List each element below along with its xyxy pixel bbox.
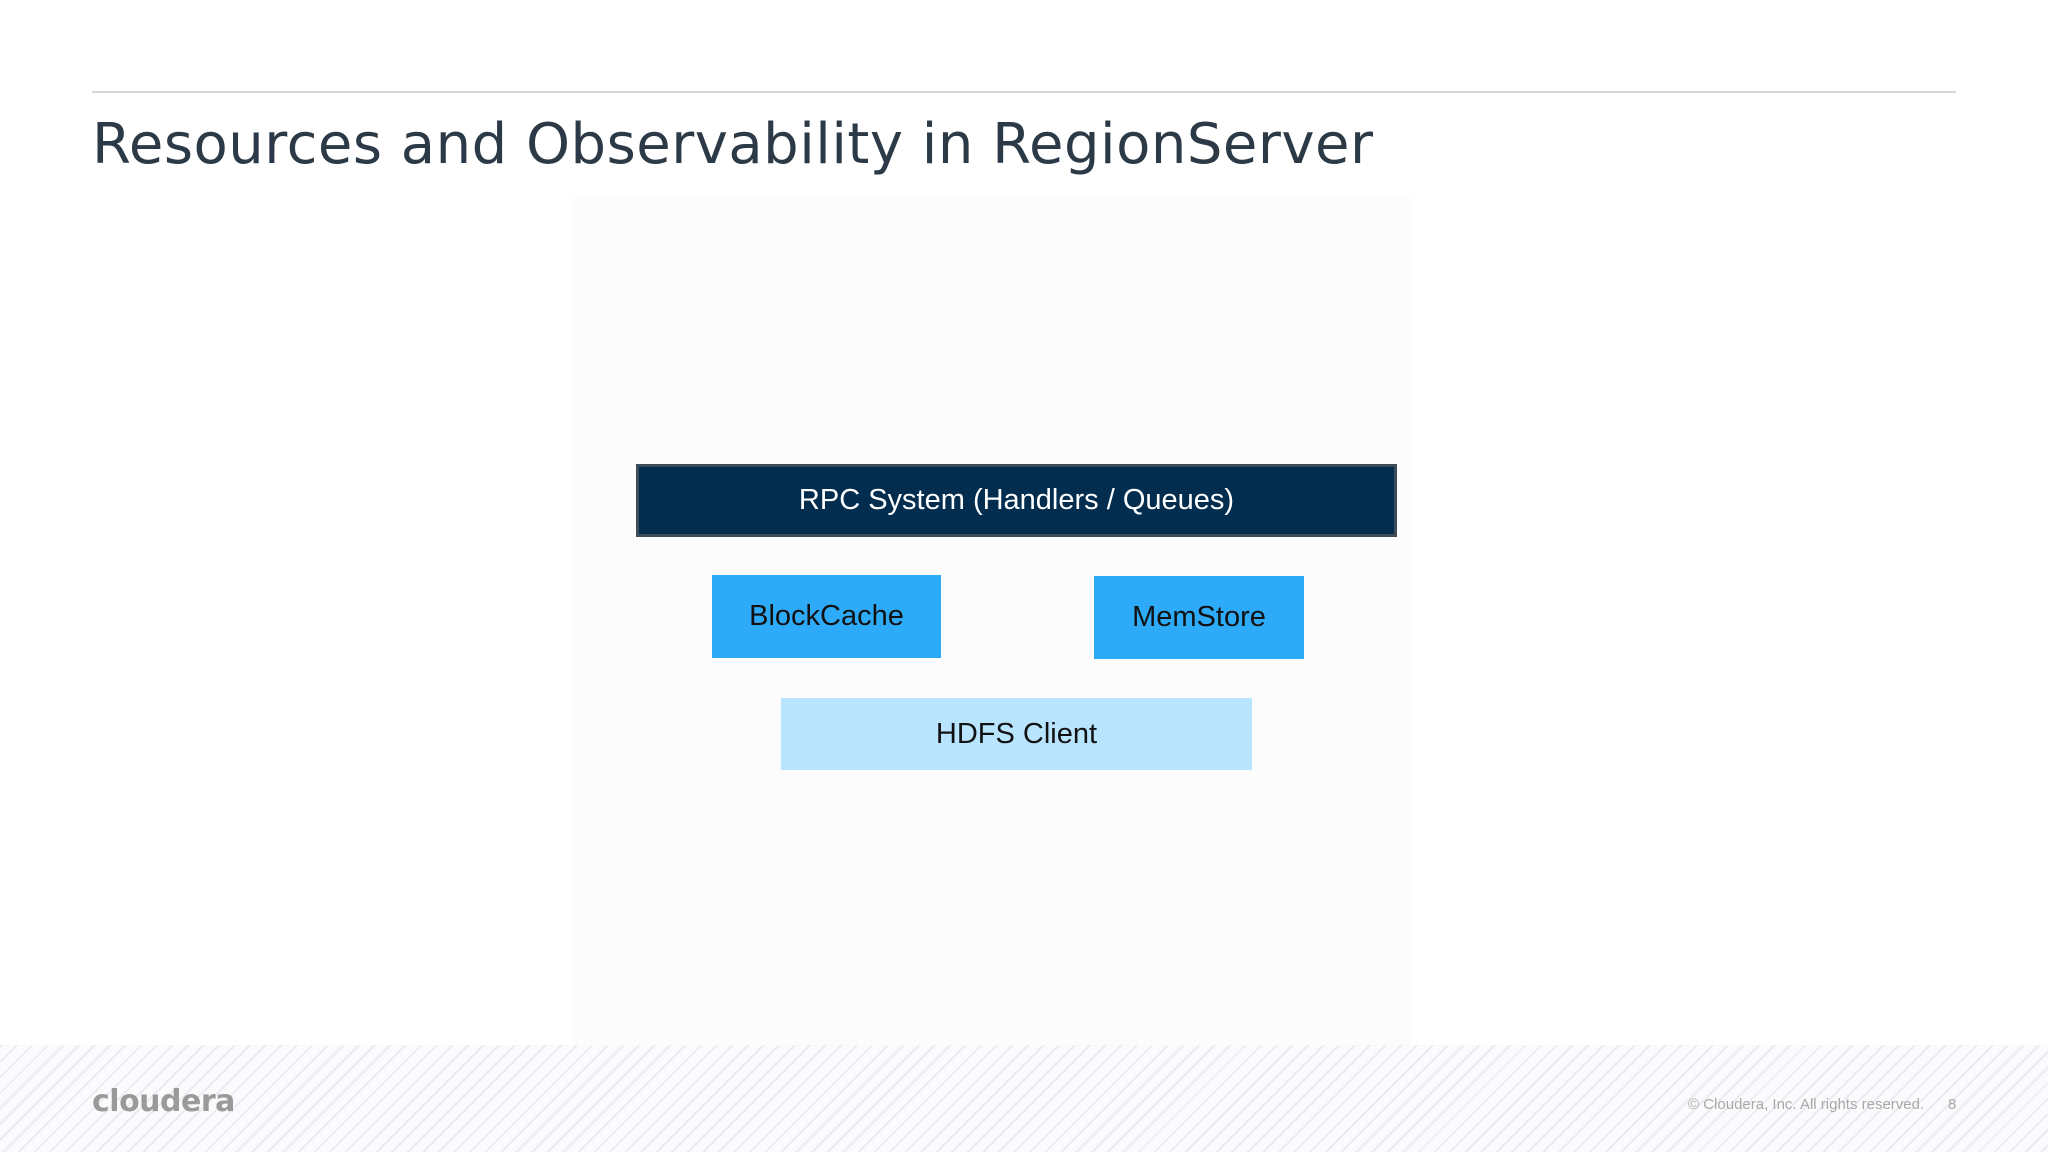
footer-band	[0, 1045, 2048, 1152]
cloudera-logo: cloudera	[92, 1084, 235, 1119]
header-divider	[92, 91, 1956, 93]
memstore-block: MemStore	[1094, 576, 1304, 659]
rpc-system-block: RPC System (Handlers / Queues)	[636, 464, 1397, 537]
hdfs-client-block: HDFS Client	[781, 698, 1252, 770]
copyright-notice: © Cloudera, Inc. All rights reserved.	[1688, 1096, 1925, 1113]
slide-title: Resources and Observability in RegionSer…	[92, 112, 1374, 177]
blockcache-block: BlockCache	[712, 575, 941, 658]
page-number: 8	[1948, 1096, 1957, 1113]
